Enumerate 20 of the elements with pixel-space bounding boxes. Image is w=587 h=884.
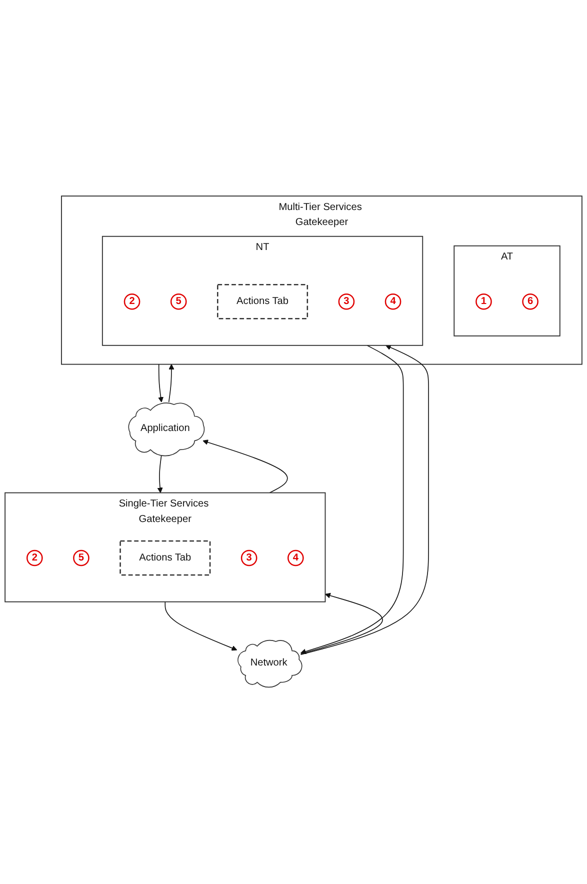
arrow <box>300 593 383 655</box>
node-circle: 4 <box>287 550 304 567</box>
node-circle: 5 <box>170 294 187 310</box>
node-box: Actions Tab <box>217 284 308 320</box>
node-circle: 4 <box>384 294 402 310</box>
arrow <box>157 454 163 494</box>
node-circle: 2 <box>26 550 43 567</box>
node-circle: 3 <box>240 550 258 567</box>
arrow <box>300 345 404 655</box>
node-circle: 5 <box>73 550 90 567</box>
arrow <box>168 364 174 403</box>
node-circle: 1 <box>476 294 492 310</box>
node-circle: 6 <box>522 294 538 310</box>
arrow <box>300 345 429 656</box>
arrow <box>202 440 288 494</box>
arrow <box>164 602 238 652</box>
arrow <box>158 364 164 403</box>
node-circle: 3 <box>338 294 355 310</box>
node-circle: 2 <box>124 294 140 310</box>
node-box: Actions Tab <box>120 540 211 576</box>
